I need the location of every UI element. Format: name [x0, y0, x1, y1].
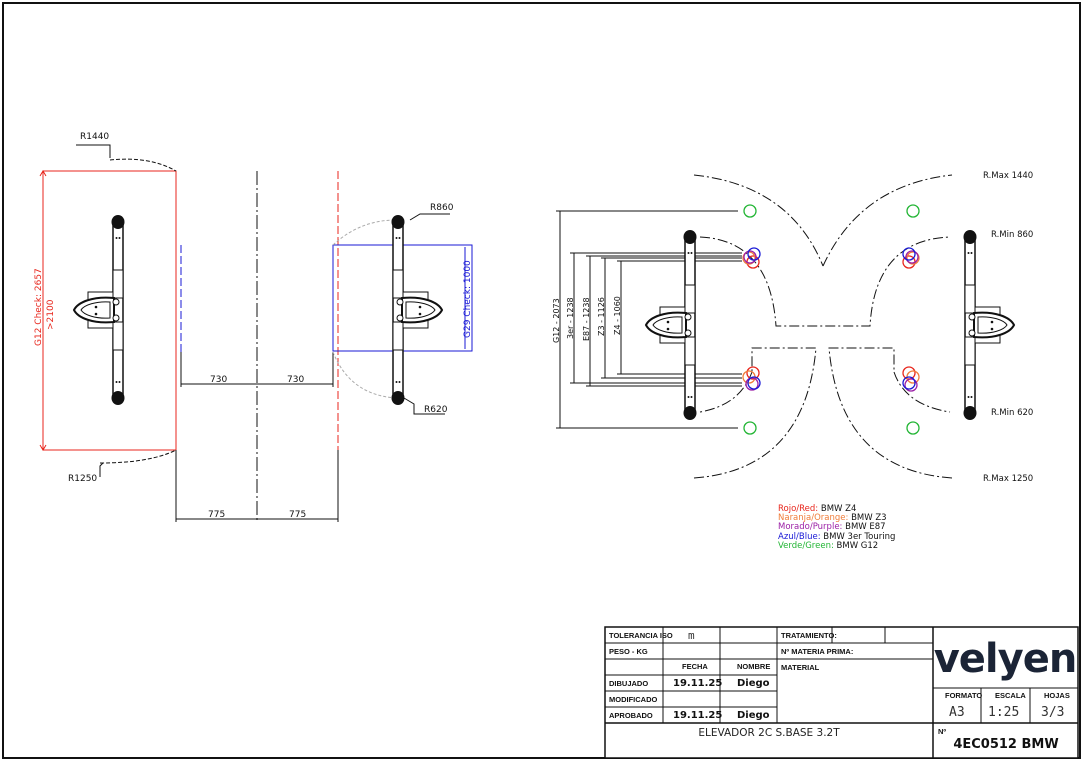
formato-value: A3: [949, 705, 965, 720]
legend-item: Verde/Green: BMW G12: [778, 541, 878, 551]
tolerancia-value: m: [688, 629, 695, 642]
hojas-value: 3/3: [1041, 705, 1064, 720]
material-label: MATERIAL: [781, 663, 820, 672]
g12-check-label: G12 Check: 2657: [34, 268, 44, 346]
dibujado-fecha: 19.11.25: [673, 678, 722, 689]
aprobado-label: APROBADO: [609, 711, 653, 720]
fecha-header: FECHA: [682, 662, 708, 671]
rmax-1250-label: R.Max 1250: [983, 474, 1033, 484]
right-view: R.Max 1440 R.Min 860 R.Min 620 R.Max 125…: [552, 171, 1033, 484]
g12-point: [743, 421, 757, 435]
numero-label: Nº: [938, 727, 946, 736]
tolerancia-label: TOLERANCIA ISO: [609, 631, 673, 640]
g29-check-label: G29 Check: 1000: [463, 260, 473, 338]
title-block: TOLERANCIA ISO m TRATAMIENTO: PESO - KG …: [604, 626, 1079, 759]
g12-point: [906, 204, 920, 218]
lift-column-right: [390, 214, 443, 406]
modificado-label: MODIFICADO: [609, 695, 657, 704]
materia-prima-label: Nº MATERIA PRIMA:: [781, 647, 853, 656]
escala-value: 1:25: [988, 705, 1019, 720]
radius-r860: R860: [430, 203, 454, 213]
dim-z4: Z4 - 1060: [613, 296, 622, 335]
legend-item: Rojo/Red: BMW Z4: [778, 504, 856, 514]
radius-r620: R620: [424, 405, 448, 415]
dibujado-nombre: Diego: [737, 678, 770, 689]
g12-min-label: >2100: [46, 299, 56, 330]
peso-label: PESO - KG: [609, 647, 648, 656]
tratamiento-label: TRATAMIENTO:: [781, 631, 837, 640]
aprobado-fecha: 19.11.25: [673, 710, 722, 721]
rmax-1440-label: R.Max 1440: [983, 171, 1033, 181]
dim-g12: G12 - 2073: [552, 298, 561, 343]
dim-730-right: 730: [287, 375, 304, 385]
g12-point: [906, 421, 920, 435]
escala-label: ESCALA: [995, 691, 1026, 700]
legend-item: Naranja/Orange: BMW Z3: [778, 513, 887, 523]
color-legend: Rojo/Red: BMW Z4 Naranja/Orange: BMW Z3 …: [778, 504, 895, 551]
dibujado-label: DIBUJADO: [609, 679, 648, 688]
legend-item: Azul/Blue: BMW 3er Touring: [778, 532, 895, 542]
lift-column-left: [73, 214, 126, 406]
dim-z3: Z3 - 1126: [597, 297, 606, 336]
dim-3er: 3er - 1238: [566, 297, 575, 339]
drawing-title: ELEVADOR 2C S.BASE 3.2T: [698, 727, 840, 739]
g12-point: [743, 204, 757, 218]
radius-r1250: R1250: [68, 474, 97, 484]
velyen-logo: velyen: [934, 636, 1077, 682]
lift-column-right: [962, 229, 1015, 421]
rmin-860-label: R.Min 860: [991, 230, 1033, 240]
dim-730-left: 730: [210, 375, 227, 385]
radius-r1440: R1440: [80, 132, 109, 142]
rmin-620-label: R.Min 620: [991, 408, 1033, 418]
formato-label: FORMATO: [945, 691, 982, 700]
dim-775-right: 775: [289, 510, 306, 520]
nombre-header: NOMBRE: [737, 662, 770, 671]
dim-775-left: 775: [208, 510, 225, 520]
legend-item: Morado/Purple: BMW E87: [778, 522, 886, 532]
aprobado-nombre: Diego: [737, 710, 770, 721]
left-view: R1440 R1250 R860 R620 730 730 775 775 G1…: [34, 132, 473, 522]
hojas-label: HOJAS: [1044, 691, 1070, 700]
drawing-number: 4EC0512 BMW: [953, 737, 1058, 752]
dim-e87: E87 - 1238: [582, 297, 591, 341]
